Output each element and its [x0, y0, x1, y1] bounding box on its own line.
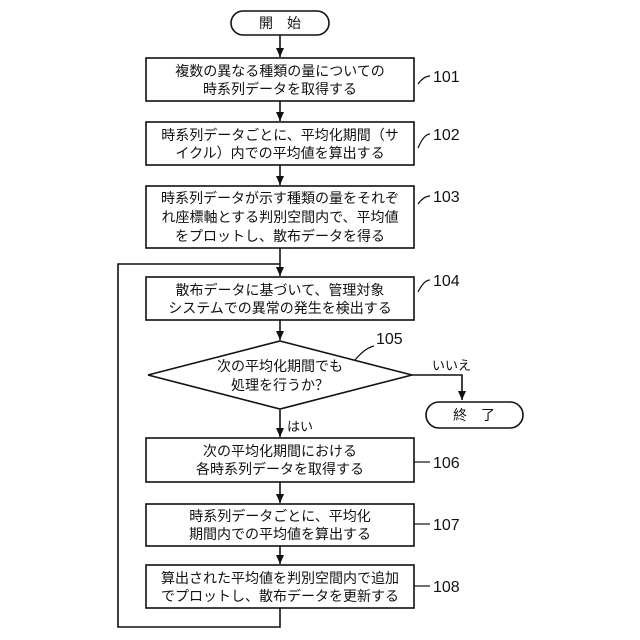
step-103-line-2: れ座標軸とする判別空間内で、平均値: [161, 210, 398, 226]
step-103: 時系列データが示す種類の量をそれぞ れ座標軸とする判別空間内で、平均値 をプロッ…: [146, 186, 460, 248]
step-104: 散布データに基づいて、管理対象 システムでの異常の発生を検出する 104: [146, 273, 460, 320]
decision-105-leader: [355, 346, 374, 360]
step-106: 次の平均化期間における 各時系列データを取得する 106: [146, 438, 460, 482]
step-101-leader: [418, 76, 430, 84]
step-101-line-1: 複数の異なる種類の量についての: [175, 63, 385, 80]
decision-105-shape: [148, 341, 412, 409]
end-terminal: 終 了: [426, 402, 523, 428]
step-106-line-2: 各時系列データを取得する: [196, 461, 364, 478]
decision-no-label: いいえ: [432, 359, 471, 374]
step-108-ref: 108: [433, 579, 460, 596]
step-102-leader: [418, 134, 430, 148]
decision-105-ref: 105: [376, 331, 403, 348]
step-107-line-1: 時系列データごとに、平均化: [189, 508, 371, 525]
step-107: 時系列データごとに、平均化 期間内での平均値を算出する 107: [146, 504, 460, 546]
step-104-line-1: 散布データに基づいて、管理対象: [176, 282, 385, 299]
step-107-ref: 107: [433, 517, 460, 534]
start-label: 開 始: [259, 16, 301, 32]
step-103-ref: 103: [433, 189, 460, 206]
step-104-leader: [418, 280, 430, 292]
step-103-leader: [418, 196, 430, 204]
step-104-ref: 104: [433, 273, 460, 290]
decision-yes-label: はい: [287, 420, 313, 435]
step-106-ref: 106: [433, 455, 460, 472]
step-101-line-2: 時系列データを取得する: [203, 81, 357, 98]
edge-105-end-no: [412, 375, 462, 400]
step-102: 時系列データごとに、平均化期間（サ イクル）内での平均値を算出する 102: [146, 122, 460, 165]
step-104-line-2: システムでの異常の発生を検出する: [168, 301, 392, 317]
step-108-line-1: 算出された平均値を判別空間内で追加: [161, 571, 399, 587]
step-107-line-2: 期間内での平均値を算出する: [189, 527, 371, 543]
step-103-line-3: をプロットし、散布データを得る: [175, 228, 385, 245]
decision-105: 次の平均化期間でも 処理を行うか？ 105 いいえ はい: [148, 331, 471, 435]
step-102-line-1: 時系列データごとに、平均化期間（サ: [161, 127, 399, 144]
decision-105-line-1: 次の平均化期間でも: [217, 359, 343, 375]
step-101: 複数の異なる種類の量についての 時系列データを取得する 101: [146, 58, 460, 101]
step-108-line-2: でプロットし、散布データを更新する: [161, 588, 399, 605]
start-terminal: 開 始: [231, 11, 329, 35]
step-101-ref: 101: [433, 69, 460, 86]
step-106-line-1: 次の平均化期間における: [203, 444, 357, 460]
step-103-line-1: 時系列データが示す種類の量をそれぞ: [161, 190, 399, 207]
step-108: 算出された平均値を判別空間内で追加 でプロットし、散布データを更新する 108: [146, 565, 460, 608]
end-label: 終 了: [453, 408, 495, 424]
step-102-line-2: イクル）内での平均値を算出する: [175, 146, 384, 162]
step-102-ref: 102: [433, 127, 460, 144]
decision-105-line-2: 処理を行うか？: [231, 378, 329, 394]
